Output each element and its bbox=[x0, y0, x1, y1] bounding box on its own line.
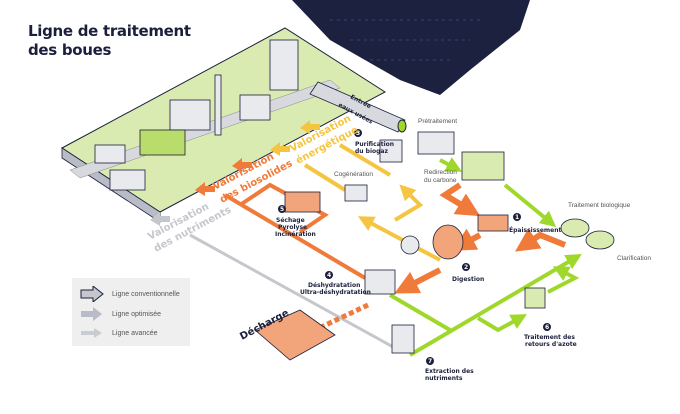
digester bbox=[432, 224, 464, 260]
process-units bbox=[254, 131, 615, 361]
svg-text:1: 1 bbox=[515, 214, 519, 221]
drying-unit bbox=[284, 191, 321, 213]
legend-label: Ligne conventionnelle bbox=[112, 290, 180, 298]
svg-text:Épaississement: Épaississement bbox=[509, 226, 562, 234]
svg-text:4: 4 bbox=[327, 272, 331, 279]
legend-label: Ligne optimisée bbox=[112, 310, 162, 318]
dewatering-unit bbox=[364, 269, 396, 295]
svg-text:Purification: Purification bbox=[355, 141, 394, 148]
legend-item-conventional: Ligne conventionnelle bbox=[80, 286, 180, 302]
legend-item-advanced: Ligne avancée bbox=[80, 327, 158, 339]
river bbox=[292, 0, 530, 95]
svg-text:Séchage: Séchage bbox=[276, 217, 305, 224]
redirection-unit bbox=[461, 151, 505, 181]
arrow-energy-icon bbox=[270, 142, 290, 156]
gas-sphere bbox=[400, 235, 420, 255]
svg-text:retours d'azote: retours d'azote bbox=[525, 341, 577, 348]
svg-text:7: 7 bbox=[428, 358, 432, 365]
cogeneration-label: Cogénération bbox=[334, 171, 373, 178]
svg-text:nutriments: nutriments bbox=[425, 375, 463, 382]
redirection-label-1: Redirection bbox=[424, 169, 457, 176]
energy-lines bbox=[303, 143, 441, 262]
arrow-gray-icon bbox=[81, 307, 102, 321]
arrow-energy-icon bbox=[300, 120, 320, 134]
advanced-lines bbox=[388, 157, 582, 357]
page-title: Ligne de traitement des boues bbox=[28, 22, 191, 60]
valorisation-arrows bbox=[150, 120, 320, 226]
pretraitement-label: Prétraitement bbox=[418, 118, 457, 125]
legend-label: Ligne avancée bbox=[112, 329, 158, 337]
svg-text:Digestion: Digestion bbox=[452, 276, 484, 283]
nitrogen-unit bbox=[524, 287, 546, 309]
svg-text:Ultra-déshydratation: Ultra-déshydratation bbox=[300, 289, 371, 296]
svg-text:Incinération: Incinération bbox=[275, 231, 316, 238]
traitement-bio-label: Traitement biologique bbox=[568, 202, 631, 209]
cogeneration-unit bbox=[344, 184, 368, 202]
clarifier-tank bbox=[585, 230, 615, 250]
svg-text:Extraction des: Extraction des bbox=[425, 368, 474, 375]
title-line-2: des boues bbox=[28, 41, 112, 59]
clarification-label: Clarification bbox=[617, 255, 651, 262]
landfill bbox=[254, 309, 336, 361]
svg-text:Pyrolyse: Pyrolyse bbox=[278, 224, 307, 231]
legend-item-optimized: Ligne optimisée bbox=[80, 307, 161, 321]
svg-text:3: 3 bbox=[356, 130, 360, 137]
redirection-label-2: du carbone bbox=[424, 177, 457, 184]
legend: Ligne conventionnelle Ligne optimisée Li… bbox=[72, 278, 190, 346]
conventional-arrows bbox=[313, 182, 567, 333]
inflow-pipe bbox=[309, 81, 406, 133]
biogas-unit bbox=[379, 139, 403, 163]
bio-tank bbox=[560, 218, 590, 238]
nutrient-extraction-unit bbox=[391, 324, 415, 354]
svg-text:du biogaz: du biogaz bbox=[355, 148, 388, 155]
svg-text:Traitement des: Traitement des bbox=[524, 334, 575, 341]
title-line-1: Ligne de traitement bbox=[28, 22, 191, 40]
svg-text:5: 5 bbox=[280, 206, 284, 213]
pipe-mouth bbox=[397, 119, 407, 133]
arrow-light-icon bbox=[81, 328, 102, 338]
river-waves bbox=[330, 19, 480, 61]
arrow-biosolids-icon bbox=[195, 182, 215, 196]
thickener-unit bbox=[477, 214, 509, 232]
city-buildings bbox=[94, 39, 299, 191]
nutrient-line bbox=[189, 233, 396, 350]
arrow-nutrients-icon bbox=[150, 212, 170, 226]
pretraitement-unit bbox=[417, 131, 455, 155]
svg-text:6: 6 bbox=[545, 324, 549, 331]
svg-text:2: 2 bbox=[464, 264, 468, 271]
svg-text:Déshydratation: Déshydratation bbox=[308, 282, 360, 289]
arrow-outline-icon bbox=[80, 286, 104, 302]
arrow-biosolids-icon bbox=[232, 158, 252, 172]
